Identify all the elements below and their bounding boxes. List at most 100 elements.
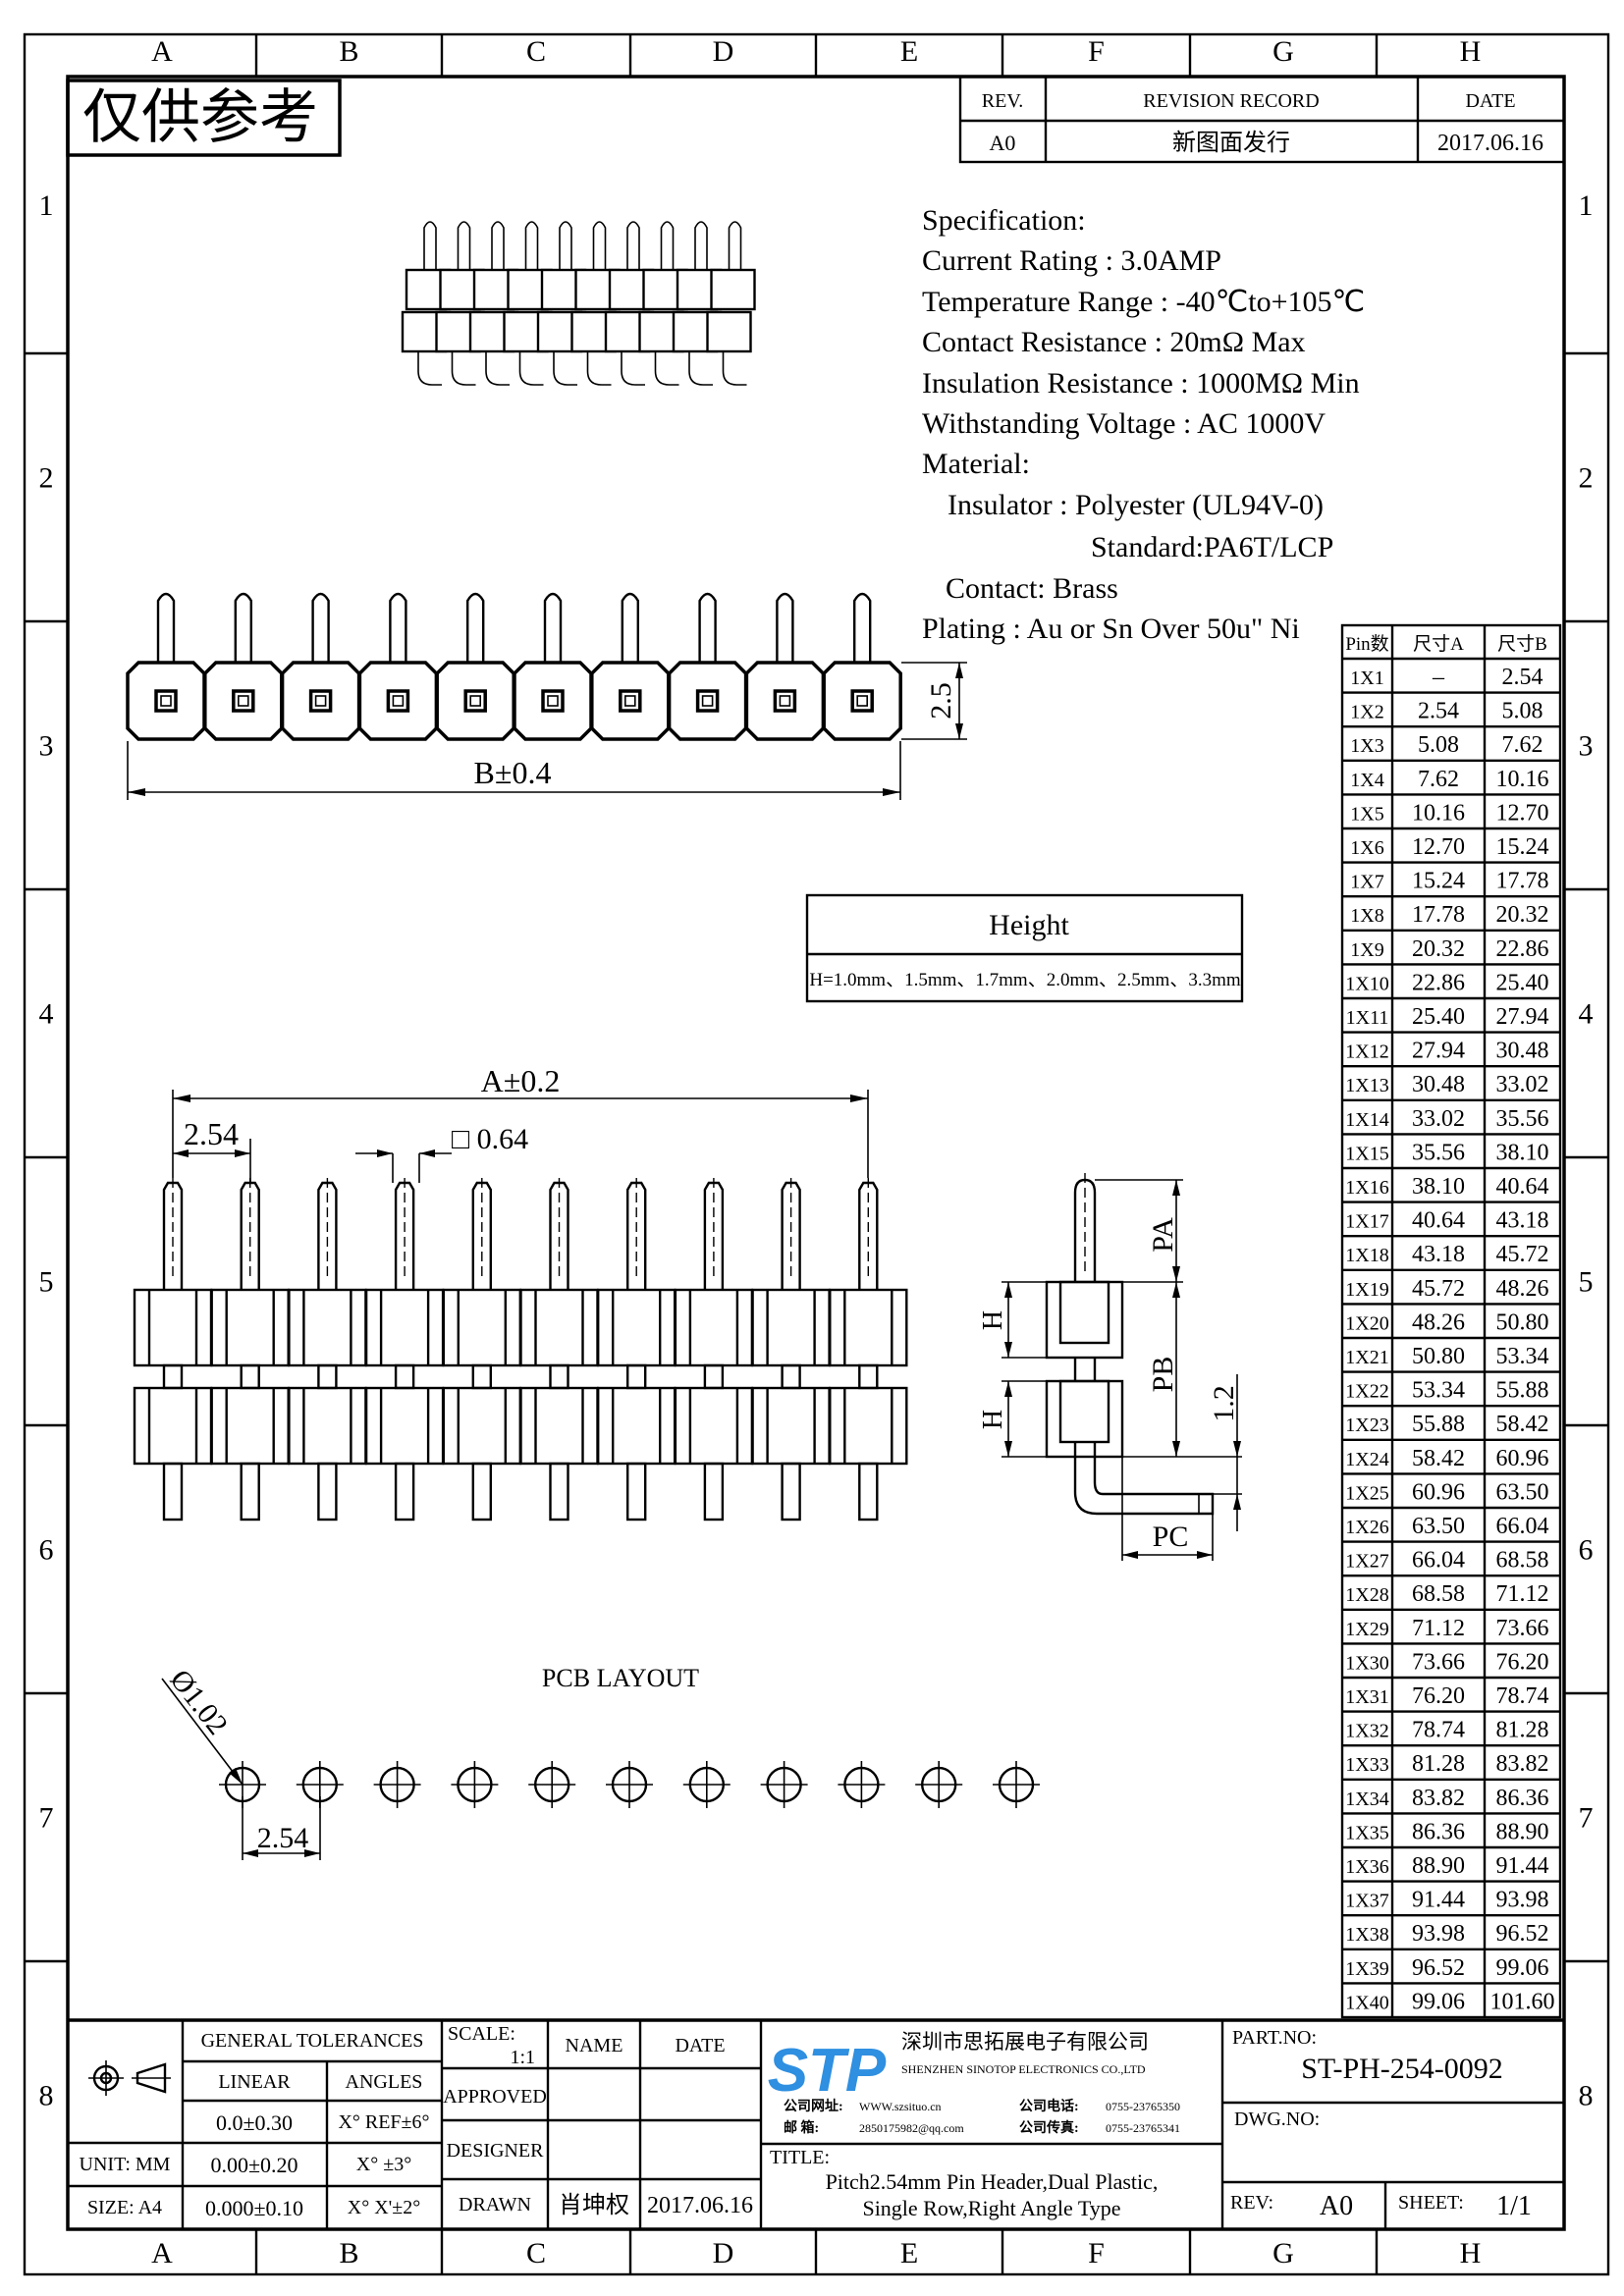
table-cell: 33.02	[1412, 1106, 1465, 1132]
square-pin	[541, 689, 565, 713]
table-cell: –	[1432, 665, 1445, 690]
table-cell: 40.64	[1496, 1174, 1549, 1200]
table-cell: 81.28	[1496, 1718, 1549, 1743]
scale-label: SCALE:	[448, 2023, 515, 2045]
table-cell: 20.32	[1496, 902, 1549, 928]
zone-row-7: 7	[1579, 1802, 1594, 1835]
angles-header: ANGLES	[346, 2071, 423, 2093]
dim-b: B±0.4	[474, 755, 552, 790]
zone-column-G: G	[1272, 35, 1294, 68]
spec-insulator: Insulator : Polyester (UL94V-0)	[947, 489, 1324, 521]
table-cell: 25.40	[1496, 970, 1549, 995]
table-cell: 1X14	[1345, 1109, 1388, 1131]
front-view-pin	[829, 1178, 908, 1522]
angle-tol-3: X° X'±2°	[348, 2197, 420, 2218]
title-block: GENERAL TOLERANCES LINEAR ANGLES 0.0±0.3…	[68, 2018, 1564, 2229]
table-cell: 22.86	[1496, 936, 1549, 962]
pin-mid	[626, 1363, 647, 1390]
table-cell: 99.06	[1412, 1989, 1465, 2014]
pcb-hole	[838, 1761, 886, 1808]
housing	[597, 1386, 677, 1466]
pcb-hole	[993, 1761, 1040, 1808]
pin-lower	[781, 1462, 801, 1522]
top-view-pin	[513, 592, 593, 741]
table-cell: 35.56	[1496, 1106, 1549, 1132]
top-view-pin	[667, 592, 748, 741]
square-pin-inner	[238, 695, 249, 707]
table-cell: 83.82	[1412, 1786, 1465, 1811]
part-no: ST-PH-254-0092	[1301, 2053, 1503, 2085]
iso-pin-bent	[722, 351, 747, 386]
designer-label: DESIGNER	[447, 2140, 545, 2162]
square-pin-inner	[160, 695, 172, 707]
size: SIZE: A4	[87, 2197, 162, 2218]
zone-column-H: H	[1460, 2237, 1482, 2269]
square-pin	[695, 689, 720, 713]
table-header: Pin数	[1345, 633, 1388, 655]
drawn-date: 2017.06.16	[647, 2193, 753, 2218]
housing	[597, 1288, 677, 1367]
housing	[210, 1288, 290, 1367]
general-tolerances: GENERAL TOLERANCES	[201, 2030, 424, 2052]
table-cell: 91.44	[1412, 1888, 1465, 1913]
table-cell: 63.50	[1412, 1514, 1465, 1539]
housing	[364, 1386, 445, 1466]
pin-mid	[317, 1363, 338, 1390]
pcb-hole	[915, 1761, 963, 1808]
square-pin-inner	[547, 695, 559, 707]
iso-pin-upper	[728, 221, 742, 294]
table-cell: 15.24	[1496, 834, 1549, 860]
table-cell: 12.70	[1496, 800, 1549, 826]
iso-pin-bent	[553, 351, 577, 386]
octagon-housing	[667, 661, 748, 741]
pin-tip	[698, 592, 717, 663]
table-row: 1X1–2.54	[1350, 665, 1543, 690]
pcb-hole	[760, 1761, 808, 1808]
table-cell: 58.42	[1412, 1446, 1465, 1471]
table-cell: 43.18	[1412, 1242, 1465, 1267]
spec-contact-resistance: Contact Resistance : 20mΩ Max	[922, 326, 1306, 358]
iso-pin-bent	[417, 351, 442, 386]
date-header: DATE	[1465, 90, 1515, 112]
zone-column-A: A	[151, 2237, 173, 2269]
octagon-housing	[435, 661, 515, 741]
dim-h-upper: H	[978, 1310, 1008, 1330]
pcb-layout	[219, 1761, 1040, 1808]
zone-column-D: D	[713, 2237, 734, 2269]
scale-value: 1:1	[510, 2047, 535, 2068]
dim-pc: PC	[1153, 1521, 1189, 1553]
dim-2-5: 2.5	[925, 682, 957, 720]
table-cell: 71.12	[1496, 1581, 1549, 1607]
pin-tip	[776, 592, 794, 663]
zone-row-2: 2	[1579, 462, 1594, 495]
table-cell: 1X6	[1350, 837, 1383, 859]
drawn-label: DRAWN	[459, 2194, 531, 2216]
pin-lower	[394, 1462, 415, 1522]
spec-current: Current Rating : 3.0AMP	[922, 244, 1221, 277]
table-cell: 1X10	[1345, 973, 1388, 994]
drawn-name: 肖坤权	[559, 2192, 629, 2218]
table-cell: 45.72	[1496, 1242, 1549, 1267]
housing	[288, 1288, 367, 1367]
table-cell: 17.78	[1412, 902, 1465, 928]
housing	[674, 1288, 754, 1367]
iso-pin-upper	[559, 221, 572, 294]
table-cell: 1X17	[1345, 1211, 1388, 1233]
